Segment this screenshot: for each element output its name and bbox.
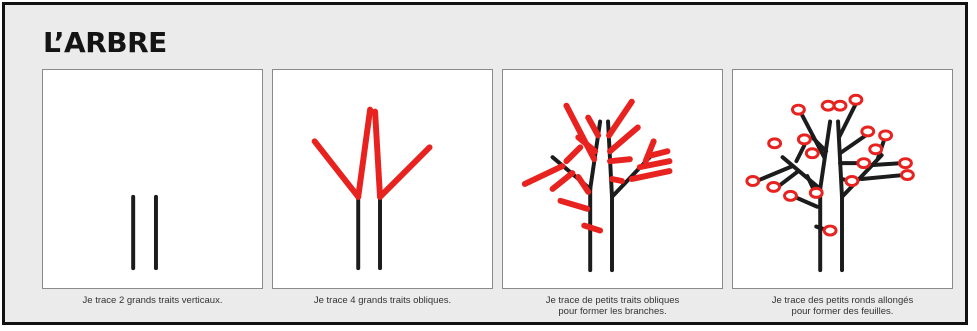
leaves	[745, 93, 915, 237]
caption-line: Je trace 2 grands traits verticaux.	[82, 295, 223, 306]
tutorial-sheet: L’ARBRE Je trace 2 grands traits vertica…	[2, 2, 968, 325]
step-4-caption: Je trace des petits ronds allongés pour …	[732, 295, 953, 317]
oblique-right-outer	[377, 144, 433, 200]
caption-line: pour former les branches.	[558, 306, 667, 317]
step-1-caption: Je trace 2 grands traits verticaux.	[42, 295, 263, 306]
step-4-drawing	[745, 93, 915, 273]
step-3-panel	[502, 69, 723, 289]
step-2-caption: Je trace 4 grands traits obliques.	[272, 295, 493, 306]
caption-line: Je trace des petits ronds allongés	[771, 295, 914, 306]
oblique-left-inner	[355, 106, 374, 200]
step-2-drawing	[311, 106, 433, 271]
step-4-panel	[732, 69, 953, 289]
step-3-drawing	[521, 98, 673, 273]
caption-line: Je trace de petits traits obliques	[545, 295, 680, 306]
page-title: L’ARBRE	[43, 26, 167, 59]
step-3-caption: Je trace de petits traits obliques pour …	[502, 295, 723, 317]
caption-line: pour former des feuilles.	[791, 306, 894, 317]
step-2-panel	[272, 69, 493, 289]
step-1-panel	[42, 69, 263, 289]
small-branches	[521, 98, 673, 234]
caption-line: Je trace 4 grands traits obliques.	[313, 295, 452, 306]
tree-skeleton	[550, 119, 654, 273]
oblique-right-inner	[372, 108, 383, 200]
oblique-left-outer	[311, 138, 362, 200]
step-1-drawing	[131, 194, 158, 271]
